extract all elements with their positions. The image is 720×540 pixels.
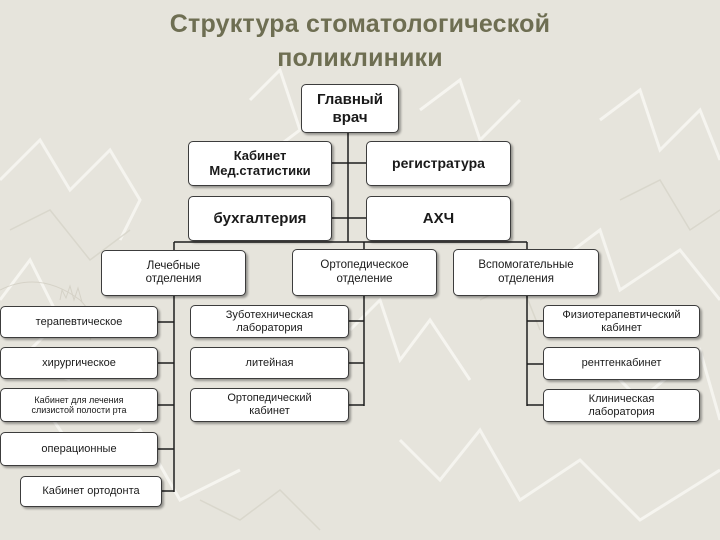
node-operating: операционные xyxy=(0,432,158,466)
node-treatment-departments-label: Лечебные отделения xyxy=(145,259,202,285)
node-therapeutic-label: терапевтическое xyxy=(35,315,123,328)
node-clinical-lab-label: Клиническая лаборатория xyxy=(588,392,655,418)
node-chief-doctor: Главный врач xyxy=(301,84,399,133)
node-ahch: АХЧ xyxy=(366,196,511,241)
node-oral-mucosa-cabinet-label: Кабинет для лечения слизистой полости рт… xyxy=(31,394,127,415)
node-xray: рентгенкабинет xyxy=(543,347,700,380)
node-orthopedic-department: Ортопедическое отделение xyxy=(292,249,437,296)
node-surgical-label: хирургическое xyxy=(42,356,116,369)
node-med-statistics: Кабинет Мед.статистики xyxy=(188,141,332,186)
node-physiotherapy-label: Физиотерапевтический кабинет xyxy=(562,308,681,334)
node-orthodontist-cabinet-label: Кабинет ортодонта xyxy=(42,485,140,498)
node-surgical: хирургическое xyxy=(0,347,158,379)
page-title-line-2: поликлиники xyxy=(277,44,443,72)
node-registry: регистратура xyxy=(366,141,511,186)
node-dental-lab-label: Зуботехническая лаборатория xyxy=(225,308,314,334)
node-orthopedic-cabinet: Ортопедический кабинет xyxy=(190,388,349,422)
node-med-statistics-label: Кабинет Мед.статистики xyxy=(209,147,311,178)
node-registry-label: регистратура xyxy=(392,155,485,172)
node-auxiliary-departments-label: Вспомогательные отделения xyxy=(478,259,574,285)
node-accounting: бухгалтерия xyxy=(188,196,332,241)
node-ahch-label: АХЧ xyxy=(422,209,455,227)
node-casting: литейная xyxy=(190,347,349,379)
node-casting-label: литейная xyxy=(245,356,294,369)
node-chief-doctor-label: Главный врач xyxy=(317,91,383,126)
page-title-line-1: Структура стоматологической xyxy=(169,10,551,38)
node-orthopedic-cabinet-label: Ортопедический кабинет xyxy=(227,392,312,417)
node-oral-mucosa-cabinet: Кабинет для лечения слизистой полости рт… xyxy=(0,388,158,422)
node-orthopedic-department-label: Ортопедическое отделение xyxy=(320,259,409,285)
node-dental-lab: Зуботехническая лаборатория xyxy=(190,305,349,338)
node-physiotherapy: Физиотерапевтический кабинет xyxy=(543,305,700,338)
node-accounting-label: бухгалтерия xyxy=(213,209,307,227)
node-xray-label: рентгенкабинет xyxy=(581,357,662,370)
node-treatment-departments: Лечебные отделения xyxy=(101,250,246,296)
node-clinical-lab: Клиническая лаборатория xyxy=(543,389,700,422)
node-orthodontist-cabinet: Кабинет ортодонта xyxy=(20,476,162,507)
node-operating-label: операционные xyxy=(41,442,117,455)
node-auxiliary-departments: Вспомогательные отделения xyxy=(453,249,599,296)
node-therapeutic: терапевтическое xyxy=(0,306,158,338)
